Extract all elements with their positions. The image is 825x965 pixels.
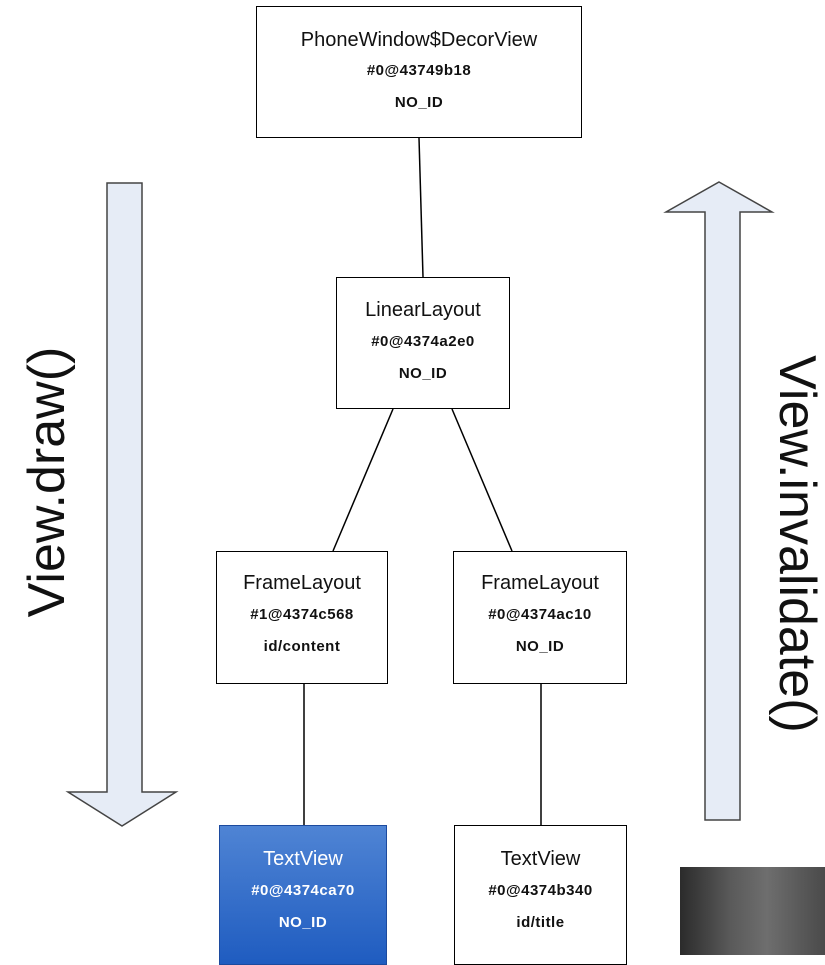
node-textview-title[interactable]: TextView #0@4374b340 id/title — [454, 825, 627, 965]
node-framelayout-title[interactable]: FrameLayout #0@4374ac10 NO_ID — [453, 551, 627, 684]
view-draw-label: View.draw() — [18, 346, 76, 618]
node-title: PhoneWindow$DecorView — [300, 29, 538, 51]
arrow-up-icon — [663, 181, 775, 821]
edge-linear-frame1 — [332, 408, 394, 552]
node-hash: #0@4374ac10 — [488, 606, 592, 623]
node-textview-selected[interactable]: TextView #0@4374ca70 NO_ID — [219, 825, 387, 965]
node-view-id: NO_ID — [398, 365, 448, 382]
node-hash: #0@43749b18 — [366, 62, 472, 79]
node-hash: #1@4374c568 — [250, 606, 354, 623]
node-title: TextView — [263, 848, 343, 870]
arrow-down-icon — [65, 182, 179, 827]
node-hash: #0@4374a2e0 — [371, 333, 475, 350]
node-title: FrameLayout — [481, 572, 599, 594]
node-title: TextView — [500, 848, 581, 870]
node-view-id: id/title — [516, 914, 565, 931]
node-framelayout-content[interactable]: FrameLayout #1@4374c568 id/content — [216, 551, 388, 684]
node-view-id: NO_ID — [278, 914, 328, 931]
view-invalidate-label: View.invalidate() — [768, 355, 825, 733]
edge-decor-linear — [418, 137, 424, 278]
node-linearlayout[interactable]: LinearLayout #0@4374a2e0 NO_ID — [336, 277, 510, 409]
node-title: LinearLayout — [365, 299, 481, 321]
node-view-id: NO_ID — [394, 94, 444, 111]
node-view-id: id/content — [263, 638, 341, 655]
node-view-id: NO_ID — [515, 638, 565, 655]
node-title: FrameLayout — [243, 572, 361, 594]
edge-linear-frame2 — [451, 408, 513, 552]
node-hash: #0@4374b340 — [488, 882, 593, 899]
node-hash: #0@4374ca70 — [251, 882, 355, 899]
node-decorview[interactable]: PhoneWindow$DecorView #0@43749b18 NO_ID — [256, 6, 582, 138]
overlay-image-fragment — [680, 867, 825, 955]
